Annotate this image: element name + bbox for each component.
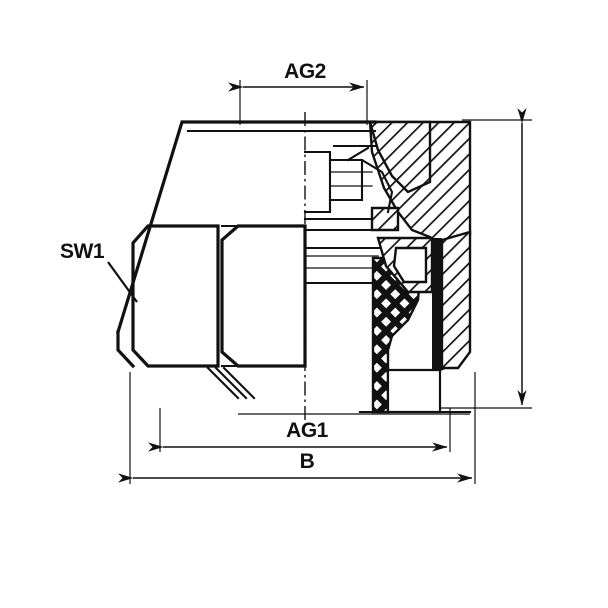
part-geometry xyxy=(116,112,472,430)
flange-outer-column-hatch xyxy=(440,230,472,370)
sw1-label: SW1 xyxy=(60,240,105,263)
dimension-b[interactable]: B xyxy=(118,372,476,484)
interior-reference-lines xyxy=(220,224,390,368)
seal-flange-separator xyxy=(432,238,442,370)
mid-ring-inner-cutout xyxy=(392,246,428,284)
body-bottom-left-taper xyxy=(116,330,136,369)
sw1-leader-line xyxy=(107,261,138,303)
body-taper-outline xyxy=(116,120,377,334)
ag2-label: AG2 xyxy=(284,60,326,83)
b-label: B xyxy=(300,450,315,473)
thread-break-lines xyxy=(206,366,256,400)
bottom-channel-cutout xyxy=(386,368,442,414)
dimension-ag2[interactable]: AG2 xyxy=(228,60,368,125)
upper-right-wedge-hatch xyxy=(368,120,432,194)
dimension-ag1[interactable]: AG1 xyxy=(148,408,470,452)
hex-nut-body-outline xyxy=(131,224,220,368)
callout-sw1[interactable]: SW1 xyxy=(60,240,138,303)
interior-step-profiles xyxy=(303,144,394,232)
ag1-label: AG1 xyxy=(286,419,329,442)
dimension-h[interactable]: H xyxy=(440,108,608,608)
mid-step-hatch-block xyxy=(370,206,400,232)
